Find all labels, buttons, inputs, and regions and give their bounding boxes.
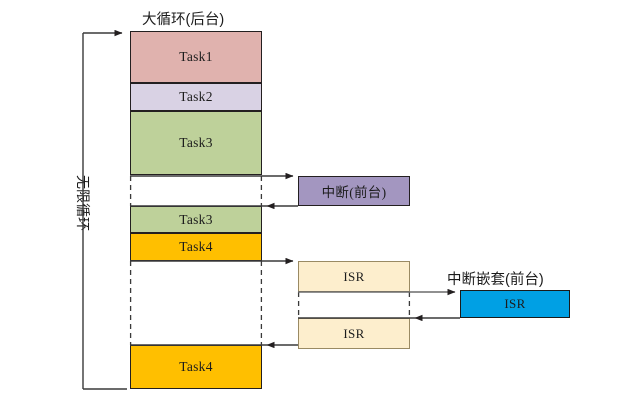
nested-interrupt-title: 中断嵌套(前台) — [447, 272, 544, 288]
interrupt-foreground: 中断(前台) — [298, 176, 410, 206]
task3-resume: Task3 — [130, 206, 262, 233]
isr-nested: ISR — [460, 290, 570, 318]
task3-first: Task3 — [130, 111, 262, 175]
isr-first: ISR — [298, 261, 410, 292]
background-loop-title: 大循环(后台) — [142, 12, 225, 28]
infinite-loop-label: 无限循环 — [75, 175, 91, 231]
task1: Task1 — [130, 31, 262, 83]
task4-resume: Task4 — [130, 345, 262, 389]
isr-resume: ISR — [298, 318, 410, 349]
task4-first: Task4 — [130, 233, 262, 261]
task2: Task2 — [130, 83, 262, 111]
